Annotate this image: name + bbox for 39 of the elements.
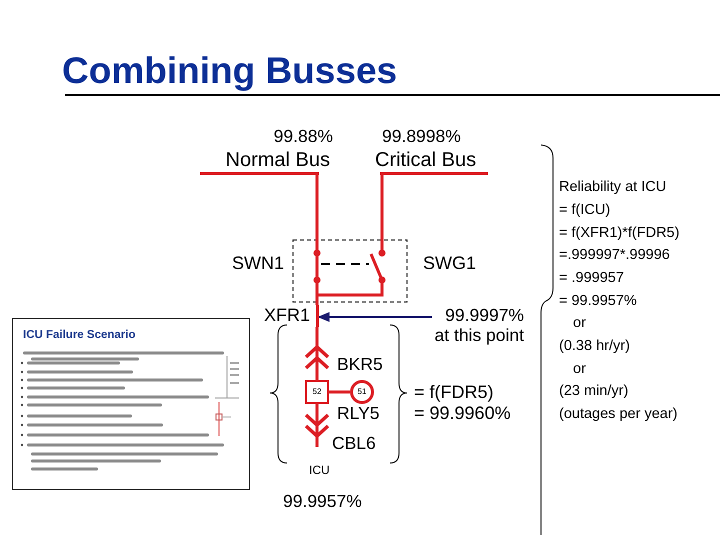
switch-label: SWG1 (423, 253, 476, 274)
bus-label: Critical Bus (375, 149, 476, 172)
reliability-value: 99.9957% (283, 491, 362, 512)
calculation-text: = .999957 (559, 270, 624, 287)
annotation-text: 99.9997% at this point (432, 305, 524, 345)
wire (316, 404, 318, 407)
calculation-text: (outages per year) (559, 406, 678, 423)
calculation-text: or (573, 315, 586, 332)
calculation-text: = f(ICU) (559, 202, 610, 219)
inset-title: ICU Failure Scenario (23, 329, 136, 342)
calculation-text: = f(XFR1)*f(FDR5) (559, 224, 680, 242)
wire (316, 290, 384, 305)
calculation-text: (0.38 hr/yr) (559, 338, 630, 355)
calculation-text: or (573, 360, 586, 378)
breaker-box: 52 (305, 380, 329, 404)
reliability-value: 99.8998% (382, 126, 461, 146)
calculation-text: Reliability at ICU (559, 179, 666, 196)
wire (316, 327, 318, 340)
calculation-text: =.999997*.99996 (559, 247, 670, 264)
component-label: CBL6 (332, 433, 376, 454)
switch-label: SWN1 (232, 253, 284, 274)
component-label: XFR1 (264, 305, 310, 326)
slide-title: Combining Busses (62, 50, 398, 93)
dashed-line (321, 263, 369, 265)
bus-label: Normal Bus (226, 149, 330, 172)
component-label: RLY5 (337, 403, 380, 424)
calculation-text: (23 min/yr) (559, 383, 628, 400)
reliability-value: 99.88% (274, 126, 333, 146)
relay-circle: 51 (350, 380, 374, 404)
wire (380, 175, 384, 243)
equation-text: = 99.9960% (414, 403, 511, 424)
calculation-text: = 99.9957% (559, 292, 637, 310)
wire (329, 390, 350, 394)
wire (316, 375, 318, 380)
component-label: BKR5 (337, 354, 383, 374)
wire (316, 175, 318, 243)
arrow (318, 312, 432, 322)
load-label: ICU (309, 464, 330, 478)
equation-text: = f(FDR5) (414, 382, 494, 403)
